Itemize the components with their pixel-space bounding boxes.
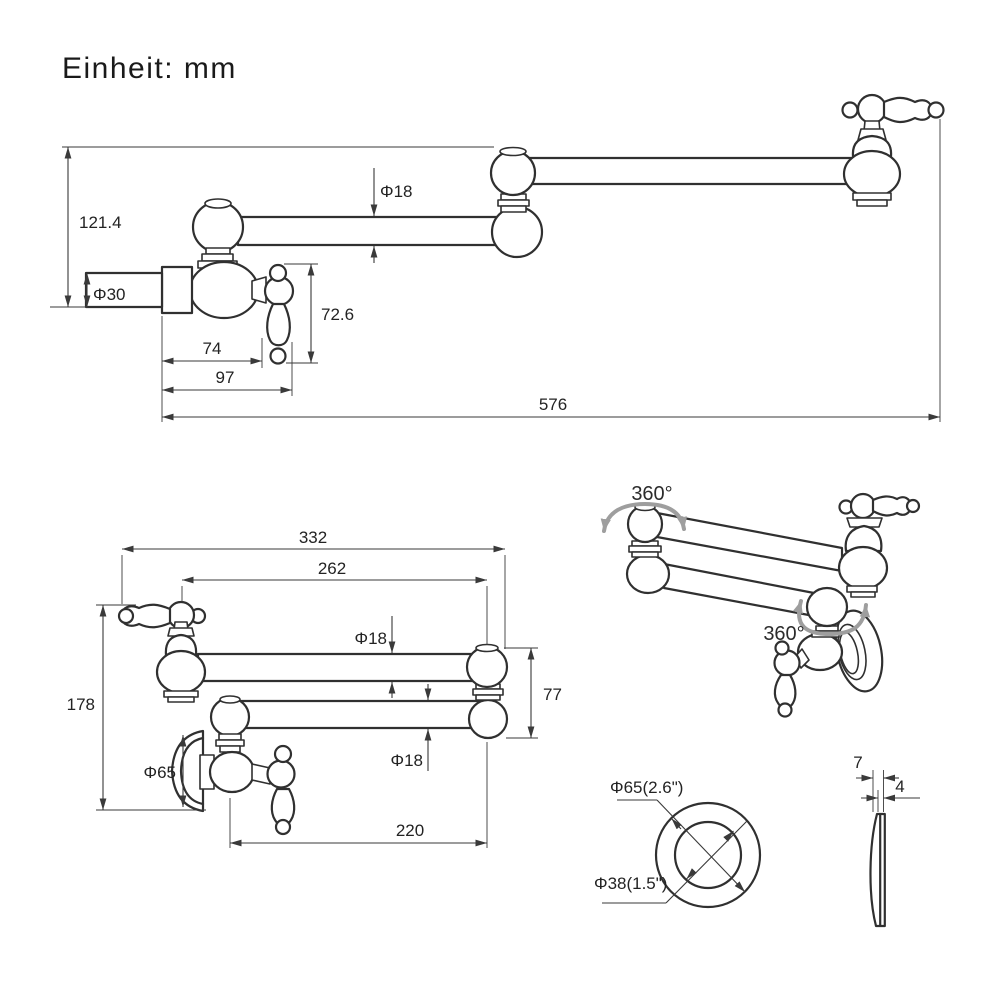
valve-handle bbox=[251, 263, 295, 365]
valve-body bbox=[188, 260, 260, 320]
flange-inner-diameter-label: Φ38(1.5") bbox=[594, 874, 667, 893]
folding-arm-upper bbox=[518, 156, 864, 186]
persp-spout-head bbox=[837, 492, 921, 598]
dim-total-depth: 7 bbox=[853, 753, 899, 812]
wall-joint-rotation-label: 360° bbox=[763, 623, 804, 645]
lower-arm-diameter-label: Φ18 bbox=[391, 751, 423, 770]
dim-flange-outer-diameter: Φ65(2.6") bbox=[610, 778, 746, 893]
dim-arm-diameter: Φ18 bbox=[370, 168, 412, 263]
flange-outer-diameter-label: Φ65(2.6") bbox=[610, 778, 683, 797]
folded-spout-aerator bbox=[163, 690, 199, 698]
folded-spout-head bbox=[117, 600, 207, 703]
rim-depth-label: 4 bbox=[895, 777, 904, 796]
folded-arm-lower bbox=[238, 699, 482, 730]
dim-body-to-joint: 220 bbox=[229, 742, 488, 848]
spout-lever bbox=[882, 96, 934, 124]
folded-valve-handle bbox=[251, 744, 296, 836]
spout-body bbox=[842, 149, 902, 199]
folding-arm-lower bbox=[236, 215, 502, 247]
spout-head bbox=[841, 93, 945, 207]
rotation-arrow-mid-joint bbox=[600, 501, 688, 533]
mid-joint-rotation-label: 360° bbox=[631, 483, 672, 505]
offset-97-label: 97 bbox=[216, 368, 235, 387]
dim-overall-length: 332 bbox=[122, 528, 505, 553]
folded-view-drawing: 332 262 Φ18 Φ18 77 bbox=[67, 528, 562, 848]
upper-arm-diameter-label: Φ18 bbox=[355, 629, 387, 648]
overall-height-folded-label: 178 bbox=[67, 695, 95, 714]
dim-upper-arm-diameter: Φ18 bbox=[355, 616, 396, 698]
folded-arm-upper bbox=[196, 652, 482, 683]
max-reach-label: 576 bbox=[539, 395, 567, 414]
folded-valve-body bbox=[208, 750, 256, 794]
rotation-view-drawing: 360° 360° bbox=[600, 483, 921, 718]
flange-detail-drawing: Φ65(2.6") Φ38(1.5") 7 4 bbox=[594, 753, 920, 928]
dim-max-reach: 576 bbox=[161, 119, 941, 422]
top-view-dimensions: 121.4 Φ30 Φ18 72.6 74 bbox=[50, 119, 941, 422]
dim-inlet-diameter: Φ30 bbox=[83, 273, 125, 307]
persp-valve-handle bbox=[773, 640, 810, 718]
overall-height-label: 121.4 bbox=[79, 213, 122, 232]
rotation-arrow-wall-joint bbox=[792, 599, 871, 637]
flange-outer-circle bbox=[654, 801, 762, 909]
dim-overall-height-folded: 178 bbox=[67, 604, 206, 811]
dim-spout-to-joint: 262 bbox=[182, 559, 487, 584]
flange-diameter-label: Φ65 bbox=[144, 763, 176, 782]
persp-arm-upper bbox=[655, 511, 844, 573]
body-to-joint-label: 220 bbox=[396, 821, 424, 840]
handle-length-label: 72.6 bbox=[321, 305, 354, 324]
overall-length-label: 332 bbox=[299, 528, 327, 547]
dim-joint-height: 77 bbox=[504, 647, 562, 739]
total-depth-label: 7 bbox=[853, 753, 862, 772]
joint-height-label: 77 bbox=[543, 685, 562, 704]
folded-swivel-joint bbox=[465, 643, 509, 740]
valve-swivel-joint bbox=[191, 198, 245, 269]
dim-flange-inner-diameter: Φ38(1.5") bbox=[594, 820, 748, 904]
persp-arm-lower bbox=[662, 562, 816, 618]
dim-offset-97: 97 bbox=[162, 342, 293, 396]
spout-aerator bbox=[852, 192, 892, 201]
wall-escutcheon bbox=[170, 729, 205, 813]
flange-profile bbox=[869, 812, 886, 928]
spout-to-joint-label: 262 bbox=[318, 559, 346, 578]
offset-74-label: 74 bbox=[203, 339, 222, 358]
folded-valve-joint bbox=[209, 695, 251, 753]
arm-diameter-label: Φ18 bbox=[380, 182, 412, 201]
spout-handle-knob bbox=[856, 93, 888, 125]
dim-overall-height: 121.4 bbox=[64, 147, 122, 307]
dim-rim-depth: 4 bbox=[861, 777, 920, 812]
spout-lever-tip bbox=[927, 101, 945, 119]
dim-offset-74: 74 bbox=[162, 338, 263, 368]
top-view-drawing: 121.4 Φ30 Φ18 72.6 74 bbox=[50, 93, 945, 422]
dim-flange-diameter: Φ65 bbox=[144, 735, 187, 807]
page-title: Einheit: mm bbox=[62, 52, 237, 85]
inlet-diameter-label: Φ30 bbox=[93, 285, 125, 304]
folded-spout-body bbox=[155, 649, 207, 695]
flange-inner-circle bbox=[673, 820, 743, 890]
folded-view-dimensions: 332 262 Φ18 Φ18 77 bbox=[67, 528, 562, 848]
dim-handle-length: 72.6 bbox=[284, 263, 354, 364]
mid-swivel-joint bbox=[489, 146, 544, 259]
valve-block bbox=[160, 265, 194, 315]
spout-handle-ball-left bbox=[841, 101, 859, 119]
dim-lower-arm-diameter: Φ18 bbox=[391, 684, 432, 771]
folded-spout-lever-tip bbox=[117, 607, 135, 625]
